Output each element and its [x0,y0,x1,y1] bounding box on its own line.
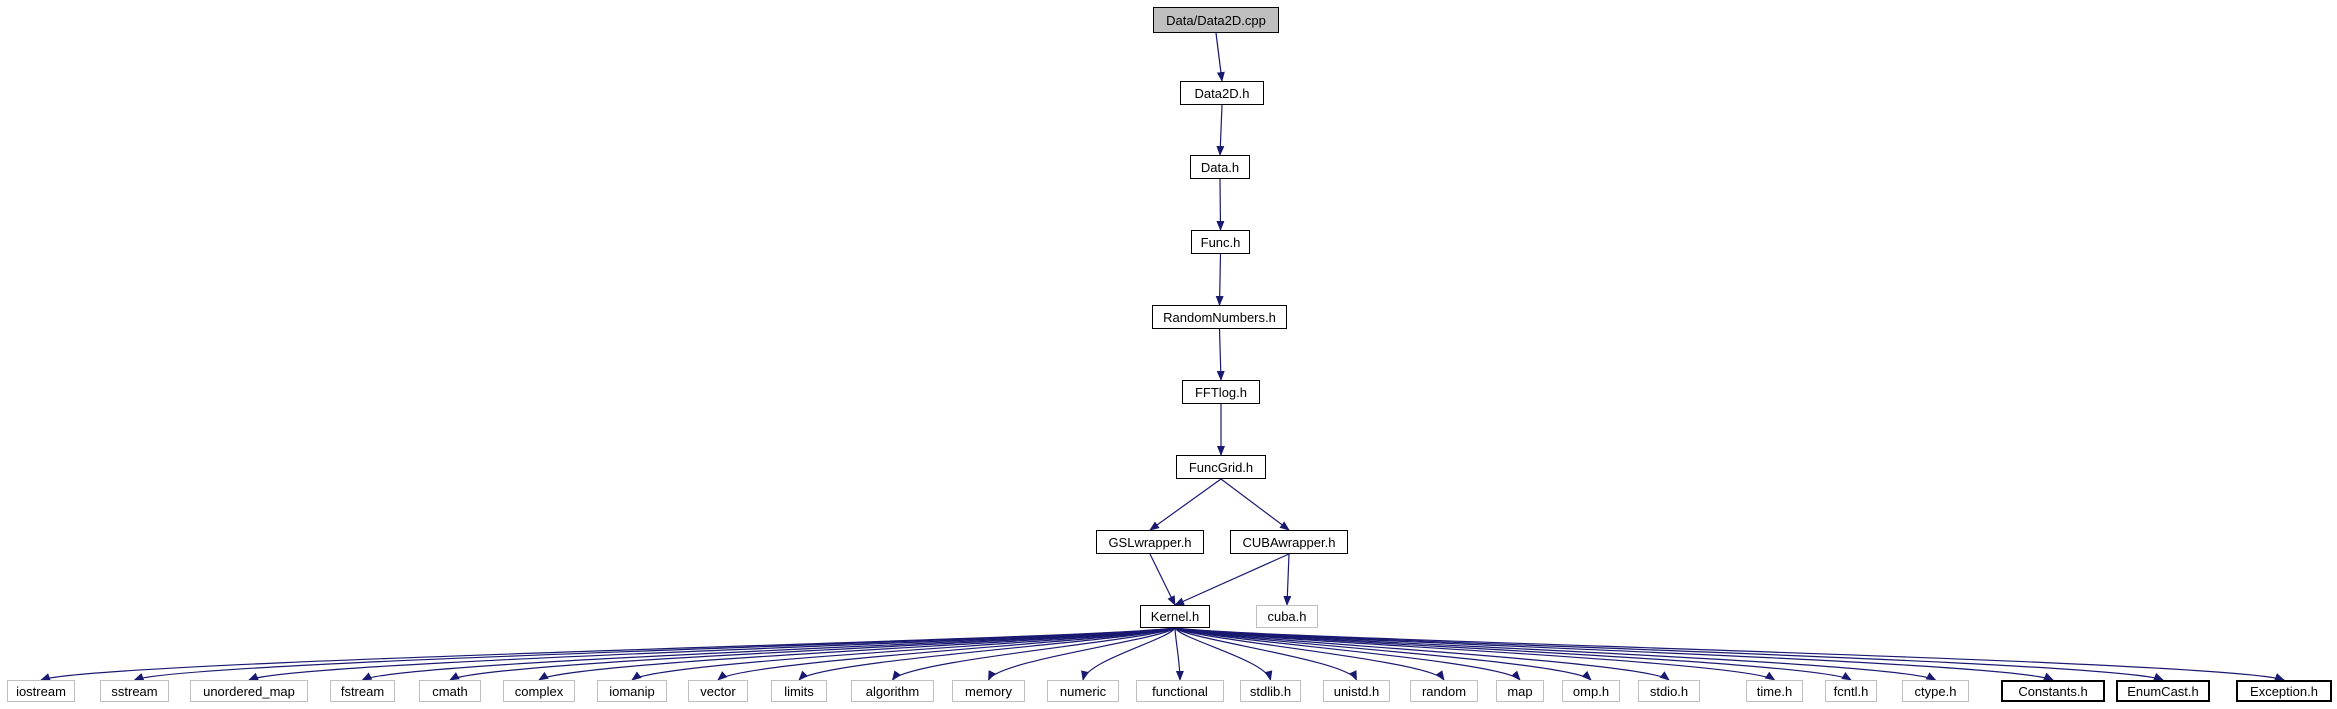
node-omp-h: omp.h [1562,680,1620,702]
node-fcntl-h: fcntl.h [1825,680,1877,702]
node-kernel-h[interactable]: Kernel.h [1140,605,1210,628]
node-constants-h[interactable]: Constants.h [2001,680,2105,702]
edge-kernel-h-to-functional [1174,627,1184,681]
edge-kernel-h-to-memory [987,627,1176,681]
edge-kernel-h-to-vector [717,627,1176,681]
edge-kernel-h-to-limits [798,627,1176,681]
node-sstream: sstream [100,680,169,702]
edge-randomnumbers-h-to-fftlog-h [1216,328,1225,381]
node-data2d-cpp[interactable]: Data/Data2D.cpp [1153,7,1279,33]
node-fftlog-h[interactable]: FFTlog.h [1182,380,1260,404]
edge-cubawrapper-h-to-cuba-h [1283,553,1292,606]
node-cubawrapper-h[interactable]: CUBAwrapper.h [1230,530,1348,554]
node-iomanip: iomanip [597,680,667,702]
node-data2d-h[interactable]: Data2D.h [1180,81,1264,105]
edge-funcgrid-h-to-cubawrapper-h [1220,478,1290,531]
edge-kernel-h-to-numeric [1081,627,1176,681]
node-enumcast-h[interactable]: EnumCast.h [2116,680,2210,702]
node-memory: memory [952,680,1025,702]
node-iostream: iostream [7,680,75,702]
node-complex: complex [503,680,575,702]
edge-cubawrapper-h-to-kernel-h [1174,553,1290,606]
edge-data2d-h-to-data-h [1216,104,1225,156]
edge-kernel-h-to-sstream [133,627,1176,681]
edge-kernel-h-to-algorithm [891,627,1176,681]
edge-kernel-h-to-stdlib-h [1174,627,1273,681]
node-data-h[interactable]: Data.h [1190,155,1250,179]
node-time-h: time.h [1746,680,1803,702]
node-gslwrapper-h[interactable]: GSLwrapper.h [1096,530,1204,554]
node-exception-h[interactable]: Exception.h [2236,680,2332,702]
edge-kernel-h-to-unistd-h [1174,627,1358,681]
edge-kernel-h-to-map [1174,627,1521,681]
node-fstream: fstream [330,680,395,702]
node-numeric: numeric [1047,680,1119,702]
edge-kernel-h-to-iostream [40,627,1176,681]
edge-funcgrid-h-to-gslwrapper-h [1149,478,1222,531]
edge-kernel-h-to-random [1174,627,1445,681]
node-unordered-map: unordered_map [190,680,308,702]
node-map: map [1496,680,1544,702]
edge-data-h-to-func-h [1216,178,1225,231]
edge-gslwrapper-h-to-kernel-h [1149,553,1176,606]
node-random: random [1410,680,1478,702]
node-ctype-h: ctype.h [1902,680,1969,702]
node-vector: vector [688,680,748,702]
node-functional: functional [1136,680,1224,702]
node-cuba-h: cuba.h [1256,605,1318,628]
edge-kernel-h-to-complex [538,627,1176,681]
edge-kernel-h-to-omp-h [1174,627,1592,681]
edge-kernel-h-to-stdio-h [1174,627,1670,681]
node-unistd-h: unistd.h [1323,680,1390,702]
edge-kernel-h-to-iomanip [631,627,1176,681]
node-algorithm: algorithm [851,680,934,702]
node-stdlib-h: stdlib.h [1240,680,1301,702]
node-stdio-h: stdio.h [1638,680,1700,702]
node-func-h[interactable]: Func.h [1191,230,1250,254]
edge-func-h-to-randomnumbers-h [1215,253,1224,306]
node-cmath: cmath [419,680,481,702]
edge-kernel-h-to-exception-h [1174,627,2285,681]
node-funcgrid-h[interactable]: FuncGrid.h [1176,455,1266,479]
node-randomnumbers-h[interactable]: RandomNumbers.h [1152,305,1287,329]
edge-data2d-cpp-to-data2d-h [1215,32,1225,82]
node-limits: limits [771,680,827,702]
